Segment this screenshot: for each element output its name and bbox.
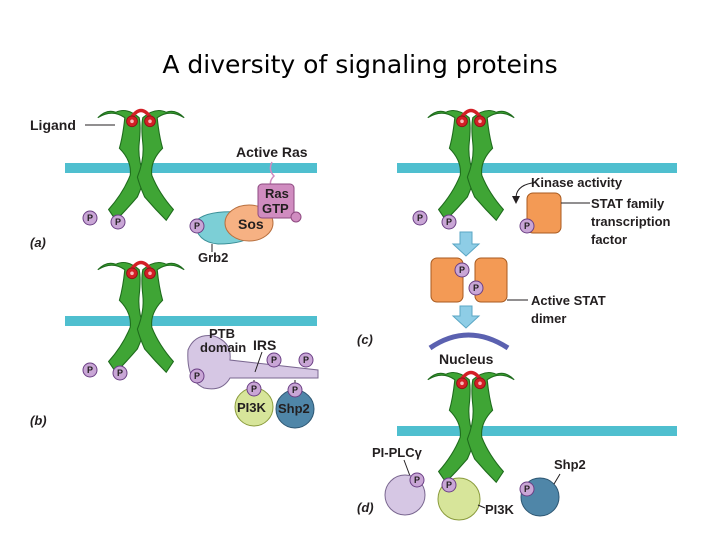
svg-text:P: P: [194, 371, 200, 381]
svg-text:P: P: [446, 217, 452, 227]
nucleus-label: Nucleus: [439, 351, 494, 367]
active-stat-label-line2: dimer: [531, 311, 566, 326]
arrow-down-1: [451, 231, 481, 257]
ptb-label-line1: PTB: [209, 326, 235, 341]
svg-text:P: P: [459, 265, 465, 275]
kinase-activity-label: Kinase activity: [531, 175, 623, 190]
shp2-label-d: Shp2: [554, 457, 586, 472]
svg-text:P: P: [473, 283, 479, 293]
stat-dimer-right: [474, 257, 508, 303]
panel-a-label: (a): [30, 235, 46, 250]
panel-d-label: (d): [357, 500, 374, 515]
membrane-b: [65, 316, 317, 326]
stat-label-line3: factor: [591, 232, 627, 247]
irs-label: IRS: [253, 337, 276, 353]
ras-protein: [257, 183, 295, 219]
phospho-group-d: P P P: [409, 472, 535, 497]
stat-label-line1: STAT family: [591, 196, 665, 211]
svg-text:P: P: [117, 368, 123, 378]
pi-plc-label: PI-PLCγ: [372, 445, 423, 460]
svg-text:P: P: [251, 384, 257, 394]
svg-text:P: P: [414, 475, 420, 485]
phospho-group-c-dimer: P P: [454, 262, 484, 296]
phospho-group-b: P P P P P P P: [82, 352, 314, 398]
pi3k-label-b: PI3K: [237, 400, 267, 415]
ras-label: Ras: [265, 186, 289, 201]
svg-text:P: P: [87, 365, 93, 375]
svg-text:P: P: [194, 221, 200, 231]
panel-b-label: (b): [30, 413, 47, 428]
membrane-c: [397, 163, 677, 173]
svg-text:P: P: [524, 221, 530, 231]
gtp-label: GTP: [262, 201, 289, 216]
arrow-down-2: [451, 305, 481, 329]
sos-label: Sos: [238, 216, 264, 232]
active-ras-label: Active Ras: [236, 144, 308, 160]
svg-text:P: P: [292, 385, 298, 395]
panel-b: PTB domain IRS PI3K Shp2 P P P P P P P (…: [30, 260, 319, 429]
phospho-group-c-top: P P P: [412, 210, 535, 234]
panel-d: PI-PLCγ PI3K Shp2 P P P (d): [357, 370, 677, 521]
stat-protein: [526, 192, 562, 234]
shp2-label-b: Shp2: [278, 401, 310, 416]
panel-c: Kinase activity STAT family transcriptio…: [357, 108, 677, 367]
svg-text:P: P: [417, 213, 423, 223]
membrane-a: [65, 163, 317, 173]
svg-text:P: P: [524, 484, 530, 494]
panel-a: Ligand Active Ras Sos Ras GTP Grb2 P P P…: [30, 108, 317, 265]
svg-text:P: P: [271, 355, 277, 365]
ptb-label-line2: domain: [200, 340, 246, 355]
ligand-label: Ligand: [30, 117, 76, 133]
svg-text:P: P: [115, 217, 121, 227]
svg-text:P: P: [303, 355, 309, 365]
membrane-d: [397, 426, 677, 436]
svg-text:P: P: [446, 480, 452, 490]
panel-c-label: (c): [357, 332, 373, 347]
grb2-label: Grb2: [198, 250, 228, 265]
stat-label-line2: transcription: [591, 214, 671, 229]
nucleus-membrane: [428, 332, 510, 351]
pi3k-label-d: PI3K: [485, 502, 515, 517]
svg-text:P: P: [87, 213, 93, 223]
slide-title: A diversity of signaling proteins: [162, 50, 558, 79]
phospho-group-a: P P P: [82, 210, 205, 234]
active-stat-label-line1: Active STAT: [531, 293, 606, 308]
